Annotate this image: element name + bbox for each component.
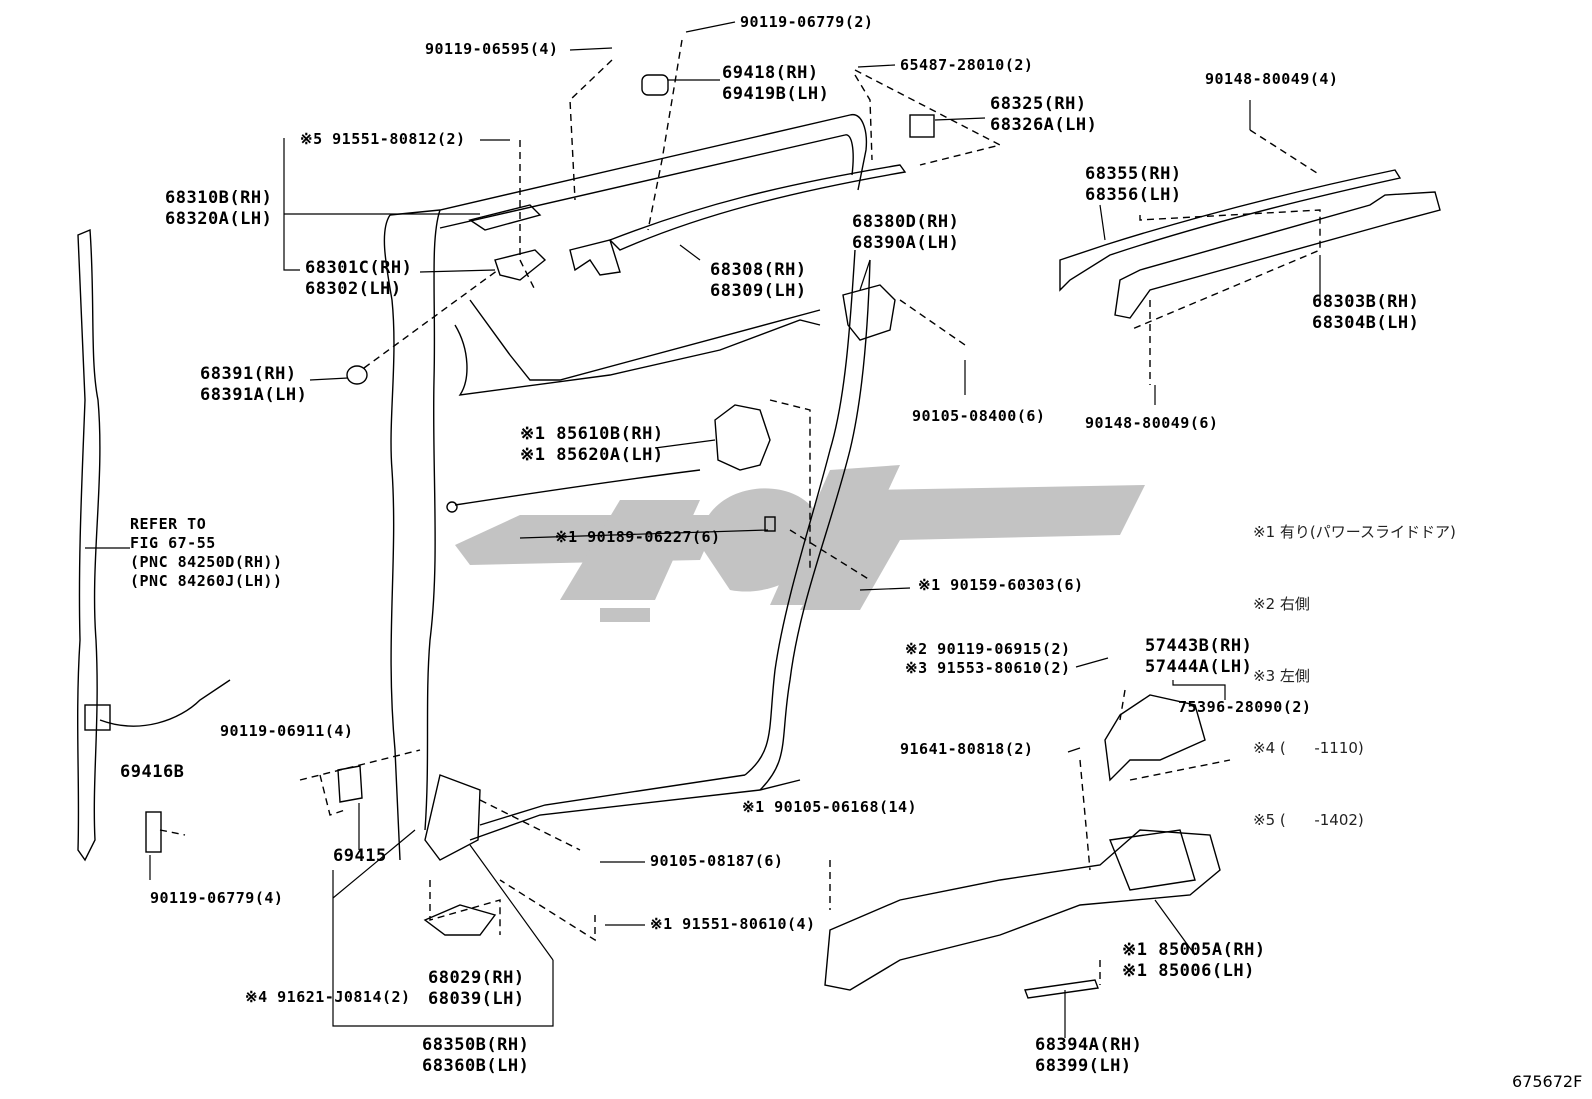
label-90105-06168: ※1 90105-06168(14) [742,798,918,816]
label-90148-80049-4: 90148-80049(4) [1205,70,1339,88]
label-68350B: 68350B(RH) 68360B(LH) [422,1035,530,1076]
label-90159-60303: ※1 90159-60303(6) [918,576,1084,594]
label-90105-08187: 90105-08187(6) [650,852,784,870]
label-91551-80610: ※1 91551-80610(4) [650,915,816,933]
label-90119-06911: 90119-06911(4) [220,722,354,740]
label-68301C: 68301C(RH) 68302(LH) [305,258,413,299]
label-57443B: 57443B(RH) 57444A(LH) [1145,636,1253,677]
label-91621-J0814: ※4 91621-J0814(2) [245,988,411,1006]
label-90105-08400: 90105-08400(6) [912,407,1046,425]
label-90119-06779-2: 90119-06779(2) [740,13,874,31]
note-5: ※5 ( -1402) [1253,811,1364,829]
label-90119-06595: 90119-06595(4) [425,40,559,58]
note-2: ※2 右側 [1253,595,1310,613]
label-68394A: 68394A(RH) 68399(LH) [1035,1035,1143,1076]
figure-code: 675672F [1512,1072,1583,1091]
label-90119-06915: ※2 90119-06915(2) ※3 91553-80610(2) [905,640,1071,677]
notes-legend: ※1 有り(パワースライドドア) ※2 右側 ※3 左側 ※4 ( -1110)… [1253,472,1456,880]
label-69418: 69418(RH) 69419B(LH) [722,63,830,104]
label-68303B: 68303B(RH) 68304B(LH) [1312,292,1420,333]
label-85005A: ※1 85005A(RH) ※1 85006(LH) [1122,940,1266,981]
watermark-logo [455,465,1145,622]
label-69416B: 69416B [120,762,185,782]
label-85610B: ※1 85610B(RH) ※1 85620A(LH) [520,424,664,465]
note-3: ※3 左側 [1253,667,1310,685]
label-68380D: 68380D(RH) 68390A(LH) [852,212,960,253]
label-75396-28090: 75396-28090(2) [1178,698,1312,716]
label-91551-80812: ※5 91551-80812(2) [300,130,466,148]
label-refer-fig-67-55: REFER TO FIG 67-55 (PNC 84250D(RH)) (PNC… [130,515,283,590]
note-1: ※1 有り(パワースライドドア) [1253,523,1456,541]
label-68325: 68325(RH) 68326A(LH) [990,94,1098,135]
label-68355: 68355(RH) 68356(LH) [1085,164,1182,205]
label-90148-80049-6: 90148-80049(6) [1085,414,1219,432]
label-68029: 68029(RH) 68039(LH) [428,968,525,1009]
label-90189-06227: ※1 90189-06227(6) [555,528,721,546]
label-91641-80818: 91641-80818(2) [900,740,1034,758]
label-68391: 68391(RH) 68391A(LH) [200,364,308,405]
label-65487-28010: 65487-28010(2) [900,56,1034,74]
label-69415: 69415 [333,846,387,866]
label-68308: 68308(RH) 68309(LH) [710,260,807,301]
note-4: ※4 ( -1110) [1253,739,1364,757]
leader-lines [85,21,1321,1038]
label-90119-06779-4: 90119-06779(4) [150,889,284,907]
label-68310B: 68310B(RH) 68320A(LH) [165,188,273,229]
